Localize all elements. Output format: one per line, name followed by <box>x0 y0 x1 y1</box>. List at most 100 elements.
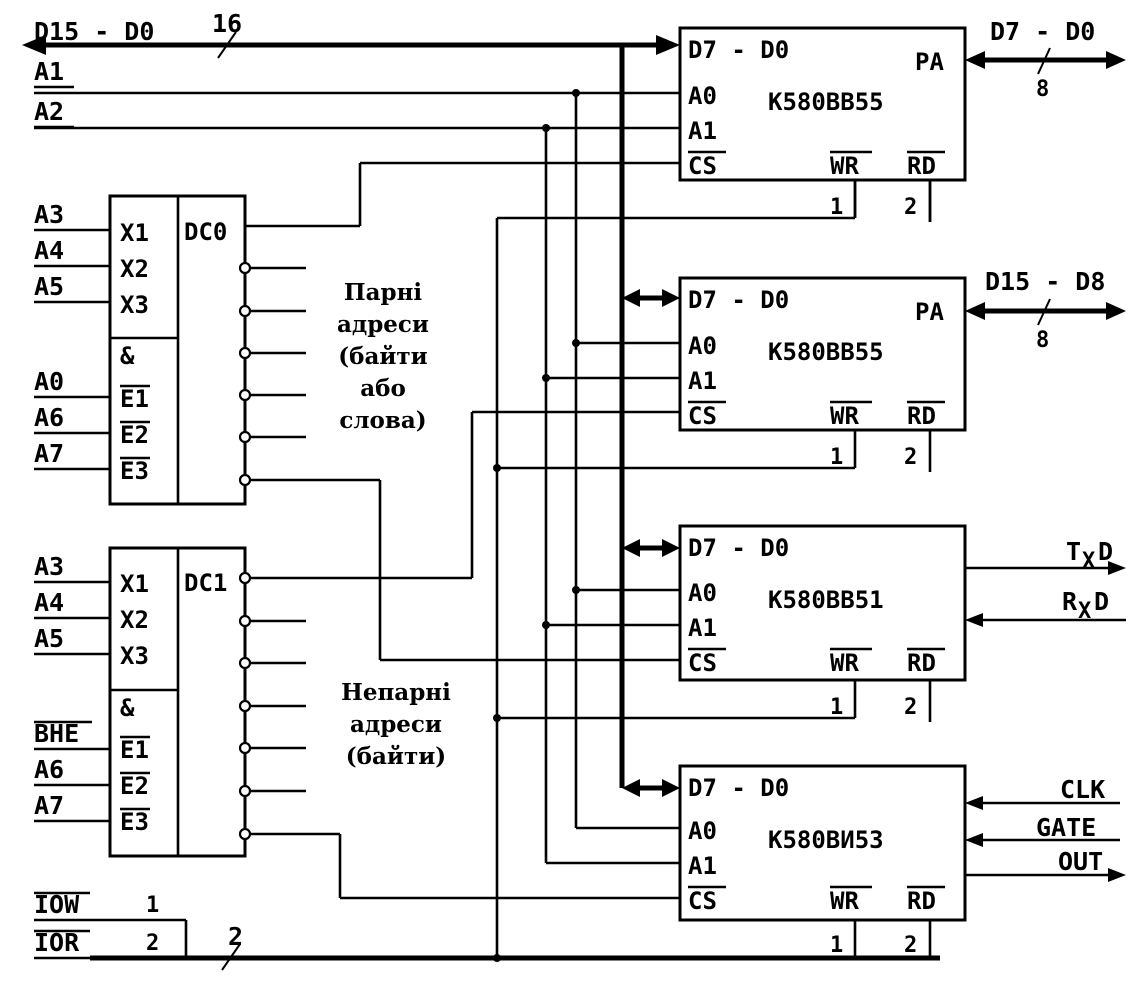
dc0-e1: E1 <box>120 385 149 413</box>
dc0-note: Парні адреси (байти або слова) <box>337 279 429 434</box>
dc0-note-5: слова) <box>339 407 426 434</box>
dc1-x1: X1 <box>120 570 149 598</box>
chip3-a1: A1 <box>688 614 717 642</box>
chip1-num-1: 1 <box>830 195 843 220</box>
dc1-in-a3: A3 <box>34 552 64 581</box>
dc1-in-a4: A4 <box>34 588 64 617</box>
dc0-note-2: адреси <box>337 311 429 338</box>
dc1-note: Непарні адреси (байти) <box>341 679 451 770</box>
dc0-in-a7: A7 <box>34 439 64 468</box>
chip1-out-label: D7 - D0 <box>990 17 1095 46</box>
dc1-x2: X2 <box>120 606 149 634</box>
chip4-num-2: 2 <box>904 933 917 958</box>
chip4-data-pin: D7 - D0 <box>688 774 789 802</box>
dc1-in-bhe: BHE <box>34 719 79 748</box>
dc0-note-3: (байти <box>338 343 428 370</box>
chip4-rd: RD <box>907 887 936 915</box>
data-bus-width: 16 <box>212 9 242 38</box>
chip2-cs: CS <box>688 402 717 430</box>
chip2-port-pin: PA <box>915 298 944 326</box>
dc0-in-a0: A0 <box>34 367 64 396</box>
chip1-port-pin: PA <box>915 48 944 76</box>
chip3-data-pin: D7 - D0 <box>688 534 789 562</box>
chip3-num-2: 2 <box>904 695 917 720</box>
chip-1-ppi: D7 - D0 PA A0 K580BB55 A1 CS WR RD 1 2 D… <box>678 17 1126 220</box>
dc0-e3: E3 <box>120 457 149 485</box>
chip2-out-width: 8 <box>1036 328 1049 353</box>
ior-label: IOR <box>34 928 80 957</box>
chip2-a1: A1 <box>688 367 717 395</box>
chip3-a0: A0 <box>688 579 717 607</box>
chip4-wr: WR <box>830 887 859 915</box>
chip2-num-2: 2 <box>904 445 917 470</box>
chip1-a0: A0 <box>688 82 717 110</box>
ior-num: 2 <box>146 931 159 956</box>
chip1-data-pin: D7 - D0 <box>688 36 789 64</box>
chip3-num-1: 1 <box>830 695 843 720</box>
txd-end: D <box>1098 537 1113 566</box>
rxd-sub: X <box>1078 599 1091 624</box>
dc1-and: & <box>120 694 135 722</box>
chip4-a1: A1 <box>688 852 717 880</box>
txd-main: T <box>1066 537 1081 566</box>
ctrl-bus-width: 2 <box>228 922 243 951</box>
chip2-wr: WR <box>830 402 859 430</box>
control-bus: IOW 1 IOR 2 2 <box>34 178 940 971</box>
dc0-note-4: або <box>360 375 406 402</box>
dc1-title: DC1 <box>184 569 227 597</box>
dc1-in-a7: A7 <box>34 791 64 820</box>
address-lines: A1 A2 <box>34 57 680 865</box>
decoder-dc1: DC1 X1 X2 X3 & E1 E2 E3 A3 A4 A5 BHE A6 … <box>34 410 680 900</box>
dc0-x2: X2 <box>120 255 149 283</box>
gate-label: GATE <box>1036 813 1096 842</box>
chip1-a1: A1 <box>688 117 717 145</box>
dc1-in-a6: A6 <box>34 755 64 784</box>
chip1-cs: CS <box>688 152 717 180</box>
chip-3-usart: D7 - D0 A0 K580BB51 A1 CS WR RD 1 2 T X … <box>678 524 1126 720</box>
dc1-note-1: Непарні <box>341 679 451 706</box>
dc0-note-1: Парні <box>344 279 423 306</box>
data-bus-name: D15 - D0 <box>34 17 154 46</box>
dc0-in-a3: A3 <box>34 200 64 229</box>
dc1-in-a5: A5 <box>34 624 64 653</box>
chip4-name: K580BИ53 <box>768 826 884 854</box>
a1-label: A1 <box>34 57 64 86</box>
a2-label: A2 <box>34 97 64 126</box>
chip1-out-width: 8 <box>1036 77 1049 102</box>
rxd-main: R <box>1062 587 1078 616</box>
txd-sub: X <box>1082 549 1095 574</box>
data-bus-label: D15 - D0 16 <box>34 9 242 46</box>
chip4-a0: A0 <box>688 817 717 845</box>
dc1-note-3: (байти) <box>346 743 446 770</box>
iow-num: 1 <box>146 893 159 918</box>
rxd-end: D <box>1094 587 1109 616</box>
chip3-name: K580BB51 <box>768 586 884 614</box>
dc0-title: DC0 <box>184 218 227 246</box>
dc0-in-a4: A4 <box>34 236 64 265</box>
chip2-num-1: 1 <box>830 445 843 470</box>
chip4-cs: CS <box>688 887 717 915</box>
chip1-num-2: 2 <box>904 195 917 220</box>
iow-label: IOW <box>34 890 80 919</box>
chip3-wr: WR <box>830 649 859 677</box>
dc0-and: & <box>120 342 135 370</box>
chip-2-ppi: D7 - D0 PA A0 K580BB55 A1 CS WR RD 1 2 D… <box>678 267 1126 470</box>
dc0-in-a6: A6 <box>34 403 64 432</box>
chip3-rd: RD <box>907 649 936 677</box>
chip3-cs: CS <box>688 649 717 677</box>
dc1-e2: E2 <box>120 772 149 800</box>
dc1-e3: E3 <box>120 808 149 836</box>
ctrl-frames <box>853 180 932 222</box>
dc1-x3: X3 <box>120 642 149 670</box>
chip-4-timer: D7 - D0 A0 K580BИ53 A1 CS WR RD 1 2 CLK … <box>678 764 1126 958</box>
dc1-note-2: адреси <box>350 711 442 738</box>
clk-label: CLK <box>1060 775 1105 804</box>
chip1-name: K580BB55 <box>768 88 884 116</box>
out-label: OUT <box>1058 847 1103 876</box>
chip4-num-1: 1 <box>830 933 843 958</box>
dc0-x1: X1 <box>120 219 149 247</box>
chip1-rd: RD <box>907 152 936 180</box>
chip2-a0: A0 <box>688 332 717 360</box>
chip2-data-pin: D7 - D0 <box>688 286 789 314</box>
